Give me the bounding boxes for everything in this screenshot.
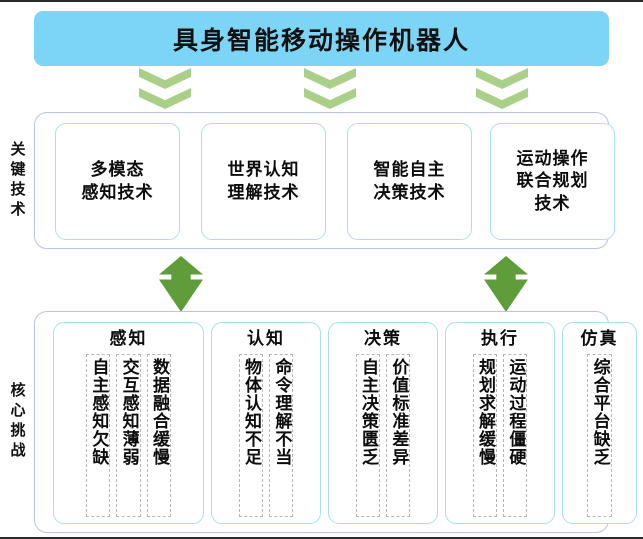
tech-card-autonomous-decision[interactable]: 智能自主决策技术 [347, 123, 472, 240]
challenge-item-label: 价值标准差异 [388, 358, 409, 466]
challenge-card-execution[interactable]: 执行 规划求解缓慢 运动过程僵硬 [445, 322, 555, 524]
challenge-item[interactable]: 自主感知欠缺 [85, 354, 111, 517]
challenge-item-label: 运动过程僵硬 [505, 358, 526, 466]
chevron-down-icon [304, 88, 356, 109]
challenge-item[interactable]: 综合平台缺乏 [587, 354, 612, 517]
tech-card-label: 多模态感知技术 [81, 160, 154, 203]
challenge-item[interactable]: 自主决策匮乏 [355, 354, 380, 517]
key-technology-panel: 多模态感知技术 世界认知理解技术 智能自主决策技术 运动操作联合规划技术 [34, 112, 615, 249]
challenge-item-label: 数据融合缓慢 [149, 358, 170, 466]
challenge-item-list: 物体认知不足 命令理解不当 [238, 354, 294, 523]
challenge-item-label: 自主感知欠缺 [88, 358, 109, 466]
challenge-item[interactable]: 交互感知薄弱 [116, 354, 141, 517]
challenge-card-perception[interactable]: 感知 自主感知欠缺 交互感知薄弱 数据融合缓慢 [53, 322, 204, 524]
challenge-item[interactable]: 数据融合缓慢 [146, 354, 172, 517]
challenge-item-label: 命令理解不当 [271, 358, 292, 466]
diagram-title-banner: 具身智能移动操作机器人 [34, 11, 609, 66]
section-label-key-technology: 关键技术 [8, 140, 27, 221]
challenge-item-label: 交互感知薄弱 [118, 358, 139, 466]
bidirectional-arrow-icon-right [484, 256, 528, 312]
challenge-card-cognition[interactable]: 认知 物体认知不足 命令理解不当 [211, 322, 321, 524]
challenge-card-heading: 决策 [364, 329, 402, 349]
core-challenge-panel: 感知 自主感知欠缺 交互感知薄弱 数据融合缓慢 认知 物体认知不足 [34, 311, 637, 533]
challenge-item-label: 自主决策匮乏 [358, 358, 378, 466]
challenge-item-list: 规划求解缓慢 运动过程僵硬 [472, 354, 528, 523]
chevron-down-icon [139, 88, 191, 109]
challenge-item-label: 规划求解缓慢 [475, 358, 495, 466]
challenge-card-heading: 执行 [481, 329, 519, 349]
challenge-item[interactable]: 规划求解缓慢 [472, 354, 497, 517]
challenge-item-label: 综合平台缺乏 [589, 358, 610, 466]
section-label-core-challenge: 核心挑战 [8, 382, 27, 462]
challenge-card-heading: 感知 [109, 329, 148, 349]
challenge-item-list: 自主感知欠缺 交互感知薄弱 数据融合缓慢 [85, 354, 172, 523]
chevron-down-icon-2 [304, 68, 356, 110]
challenge-item-list: 自主决策匮乏 价值标准差异 [355, 354, 411, 523]
tech-card-label: 世界认知理解技术 [227, 160, 300, 203]
challenge-item[interactable]: 命令理解不当 [269, 354, 294, 517]
chevron-down-icon [139, 68, 191, 89]
chevron-down-icon-1 [139, 68, 191, 110]
tech-card-motion-planning[interactable]: 运动操作联合规划技术 [490, 123, 615, 240]
challenge-card-simulation[interactable]: 仿真 综合平台缺乏 [562, 322, 637, 524]
challenge-card-heading: 认知 [247, 329, 285, 349]
challenge-item[interactable]: 物体认知不足 [238, 354, 263, 517]
chevron-down-icon [476, 88, 528, 109]
challenge-item[interactable]: 运动过程僵硬 [503, 354, 528, 517]
chevron-down-icon [304, 68, 356, 89]
bidirectional-arrow-icon-left [159, 256, 203, 312]
challenge-card-decision[interactable]: 决策 自主决策匮乏 价值标准差异 [328, 322, 438, 524]
chevron-down-icon-3 [476, 68, 528, 110]
diagram-title-text: 具身智能移动操作机器人 [172, 25, 470, 55]
challenge-item-list: 综合平台缺乏 [587, 354, 612, 523]
tech-card-label: 运动操作联合规划技术 [516, 148, 589, 214]
challenge-item[interactable]: 价值标准差异 [386, 354, 411, 517]
challenge-card-heading: 仿真 [580, 329, 619, 349]
chevron-down-icon [476, 68, 528, 89]
tech-card-label: 智能自主决策技术 [373, 160, 446, 203]
challenge-item-label: 物体认知不足 [241, 358, 261, 466]
tech-card-world-cognition[interactable]: 世界认知理解技术 [201, 123, 326, 240]
tech-card-multimodal-perception[interactable]: 多模态感知技术 [55, 123, 180, 240]
